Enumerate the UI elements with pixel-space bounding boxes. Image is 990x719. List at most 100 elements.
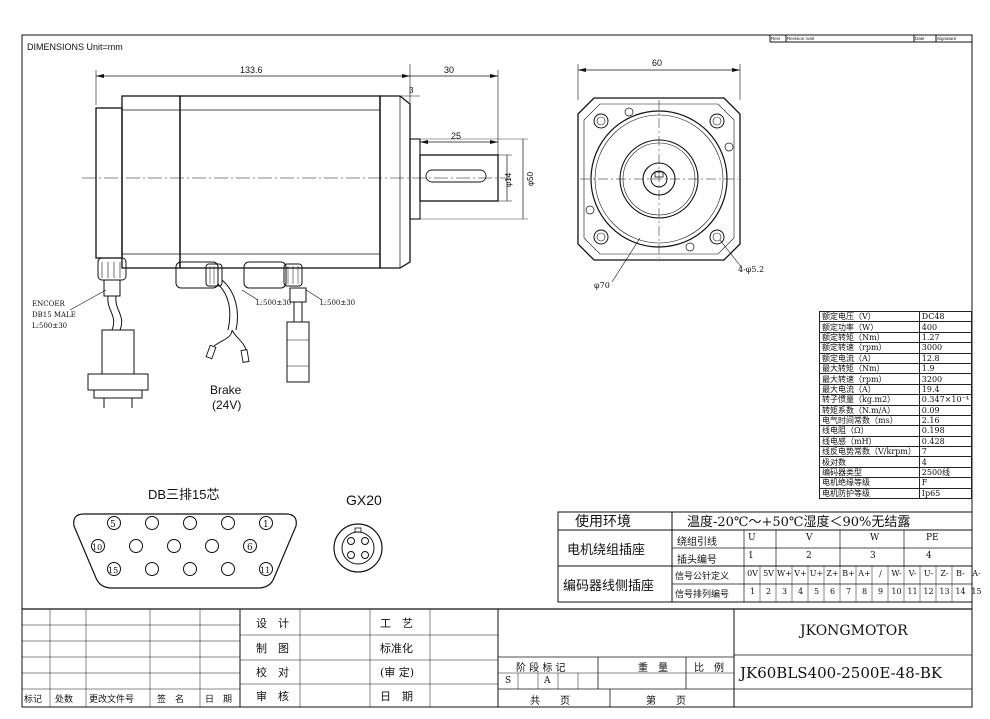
front-view: 60 4-φ5.2 φ70: [577, 58, 764, 290]
env-label: 使用环境: [575, 514, 631, 530]
sheet-border: [21, 34, 973, 708]
motor-socket-cell: U: [748, 533, 756, 543]
spec-row: 最大电流（A）19.4: [819, 383, 973, 396]
encoder-socket-cell: W-: [891, 569, 902, 578]
rev-sign: 签 名: [157, 695, 185, 705]
spec-value: 2.16: [918, 414, 973, 427]
dim-length: 133.6: [240, 65, 263, 75]
title-block-grid: [22, 608, 972, 707]
encoder-row2-title: 信号排列编号: [675, 590, 730, 600]
brake-label: Brake: [210, 383, 242, 397]
connection-table: [557, 511, 973, 603]
spec-row: 额定转矩（Nm）1.27: [819, 331, 973, 344]
spec-value: 0.09: [918, 404, 973, 416]
spec-param: 最大转矩（Nm）: [819, 362, 920, 375]
encoder-socket-cell: 9: [877, 587, 884, 596]
rev-date: 日 期: [205, 695, 233, 705]
spec-param: 线反电势常数（V/krpm）: [819, 446, 920, 458]
encoder-socket-cell: Z+: [826, 569, 839, 578]
spec-param: 额定功率（W）: [819, 321, 920, 333]
spec-value: 400: [918, 321, 973, 333]
encoder-socket-cell: 7: [845, 587, 852, 596]
spec-param: 线电感（mH）: [819, 435, 920, 448]
spec-param: 电气时间常数（ms）: [819, 414, 920, 427]
rev-col-1: Revi: [771, 36, 780, 41]
brake-cable-note: L:500±30: [256, 299, 291, 307]
sign-row-review: 审 核: [256, 690, 289, 703]
encoder-socket-cell: V+: [794, 569, 807, 578]
motor-socket-cell: 1: [748, 551, 754, 561]
spec-value: 0.428: [918, 435, 973, 448]
rev-mark: 标记: [24, 695, 43, 705]
motor-row1-title: 绕组引线: [677, 537, 717, 548]
encoder-socket-cell: 8: [861, 587, 868, 596]
encoder-socket-cell: 3: [781, 587, 788, 596]
spec-value: DC48: [918, 310, 973, 323]
spec-row: 电气时间常数（ms）2.16: [819, 414, 973, 427]
encoder-note-3: L:500±30: [32, 322, 67, 330]
spec-value: 1.9: [918, 362, 973, 375]
spec-row: 线电阻（Ω）0.198: [819, 425, 973, 437]
scale-label: 比 例: [694, 663, 724, 674]
encoder-socket-cell: V-: [908, 569, 917, 578]
dim-width: 60: [652, 58, 662, 68]
encoder-socket-cell: 13: [939, 587, 950, 596]
motor-socket-cell: W: [870, 533, 880, 543]
spec-value: 3200: [918, 373, 973, 385]
sign-row-check: 校 对: [256, 666, 289, 679]
brake-voltage: (24V): [212, 398, 241, 412]
encoder-socket-cell: 12: [923, 587, 934, 596]
stage-a: A: [544, 676, 551, 686]
spec-row: 额定电流（A）12.8: [819, 352, 973, 364]
spec-value: 4: [918, 456, 973, 468]
right-row-standard: 标准化: [380, 642, 413, 655]
revision-header: Revi Revision note Date Signature: [769, 35, 972, 43]
dimensions-label: DIMENSIONS Unit=mm: [27, 42, 123, 52]
encoder-socket-cell: A+: [858, 569, 871, 578]
spec-row: 最大转矩（Nm）1.9: [819, 362, 973, 375]
rev-col-4: Signature: [937, 36, 957, 41]
encoder-socket-cell: U-: [923, 569, 934, 578]
encoder-socket-cell: 5V: [763, 569, 774, 578]
spec-param: 额定电压（V）: [819, 310, 920, 323]
spec-param: 最大转速（rpm）: [819, 373, 920, 385]
motor-socket-cell: 4: [926, 551, 932, 561]
dim-shaft-dia: φ14: [504, 172, 513, 187]
right-row-date: 日 期: [380, 690, 413, 703]
spec-param: 额定电流（A）: [819, 352, 920, 364]
motor-socket-cell: PE: [926, 533, 939, 543]
spec-param: 编码器类型: [819, 466, 920, 479]
dim-holes: 4-φ5.2: [738, 265, 764, 274]
weight-label: 重 量: [638, 663, 668, 674]
rev-col-2: Revision note: [787, 36, 815, 41]
encoder-socket-cell: 5: [813, 587, 820, 596]
encoder-socket-cell: U+: [809, 569, 824, 578]
company-name: JKONGMOTOR: [800, 623, 908, 639]
dim-bolt-circle: φ70: [594, 281, 610, 290]
spec-param: 线电阻（Ω）: [819, 425, 920, 437]
motor-socket-cell: 3: [870, 551, 876, 561]
spec-value: 19.4: [918, 383, 973, 396]
stage-label: 阶 段 标 记: [516, 663, 566, 674]
spec-row: 转矩系数（N.m/A）0.09: [819, 404, 973, 416]
db-pin-15: 15: [108, 566, 118, 575]
encoder-socket-cell: 0V: [747, 569, 758, 578]
encoder-socket-cell: 15: [971, 587, 982, 596]
gx20-connector: GX20: [333, 492, 383, 573]
encoder-socket-cell: /: [879, 569, 882, 578]
encoder-socket-cell: 11: [907, 587, 918, 596]
sign-row-drawing: 制 图: [256, 642, 289, 655]
encoder-socket-label: 编码器线侧插座: [563, 579, 655, 594]
encoder-socket-cell: 4: [797, 587, 804, 596]
db-pin-11: 11: [260, 566, 270, 575]
db-pins: [91, 516, 273, 576]
db15-connector: DB三排15芯 5 1 10 6 15 11: [73, 487, 297, 589]
spec-row: 额定转速（rpm）3000: [819, 342, 973, 354]
spec-row: 线反电势常数（V/krpm）7: [819, 446, 973, 458]
spec-value: 1.27: [918, 331, 973, 344]
dim-key: 25: [451, 131, 461, 141]
encoder-note-1: ENCOER: [32, 300, 65, 308]
right-row-process: 工 艺: [380, 617, 413, 630]
sign-row-design: 设 计: [256, 617, 289, 630]
